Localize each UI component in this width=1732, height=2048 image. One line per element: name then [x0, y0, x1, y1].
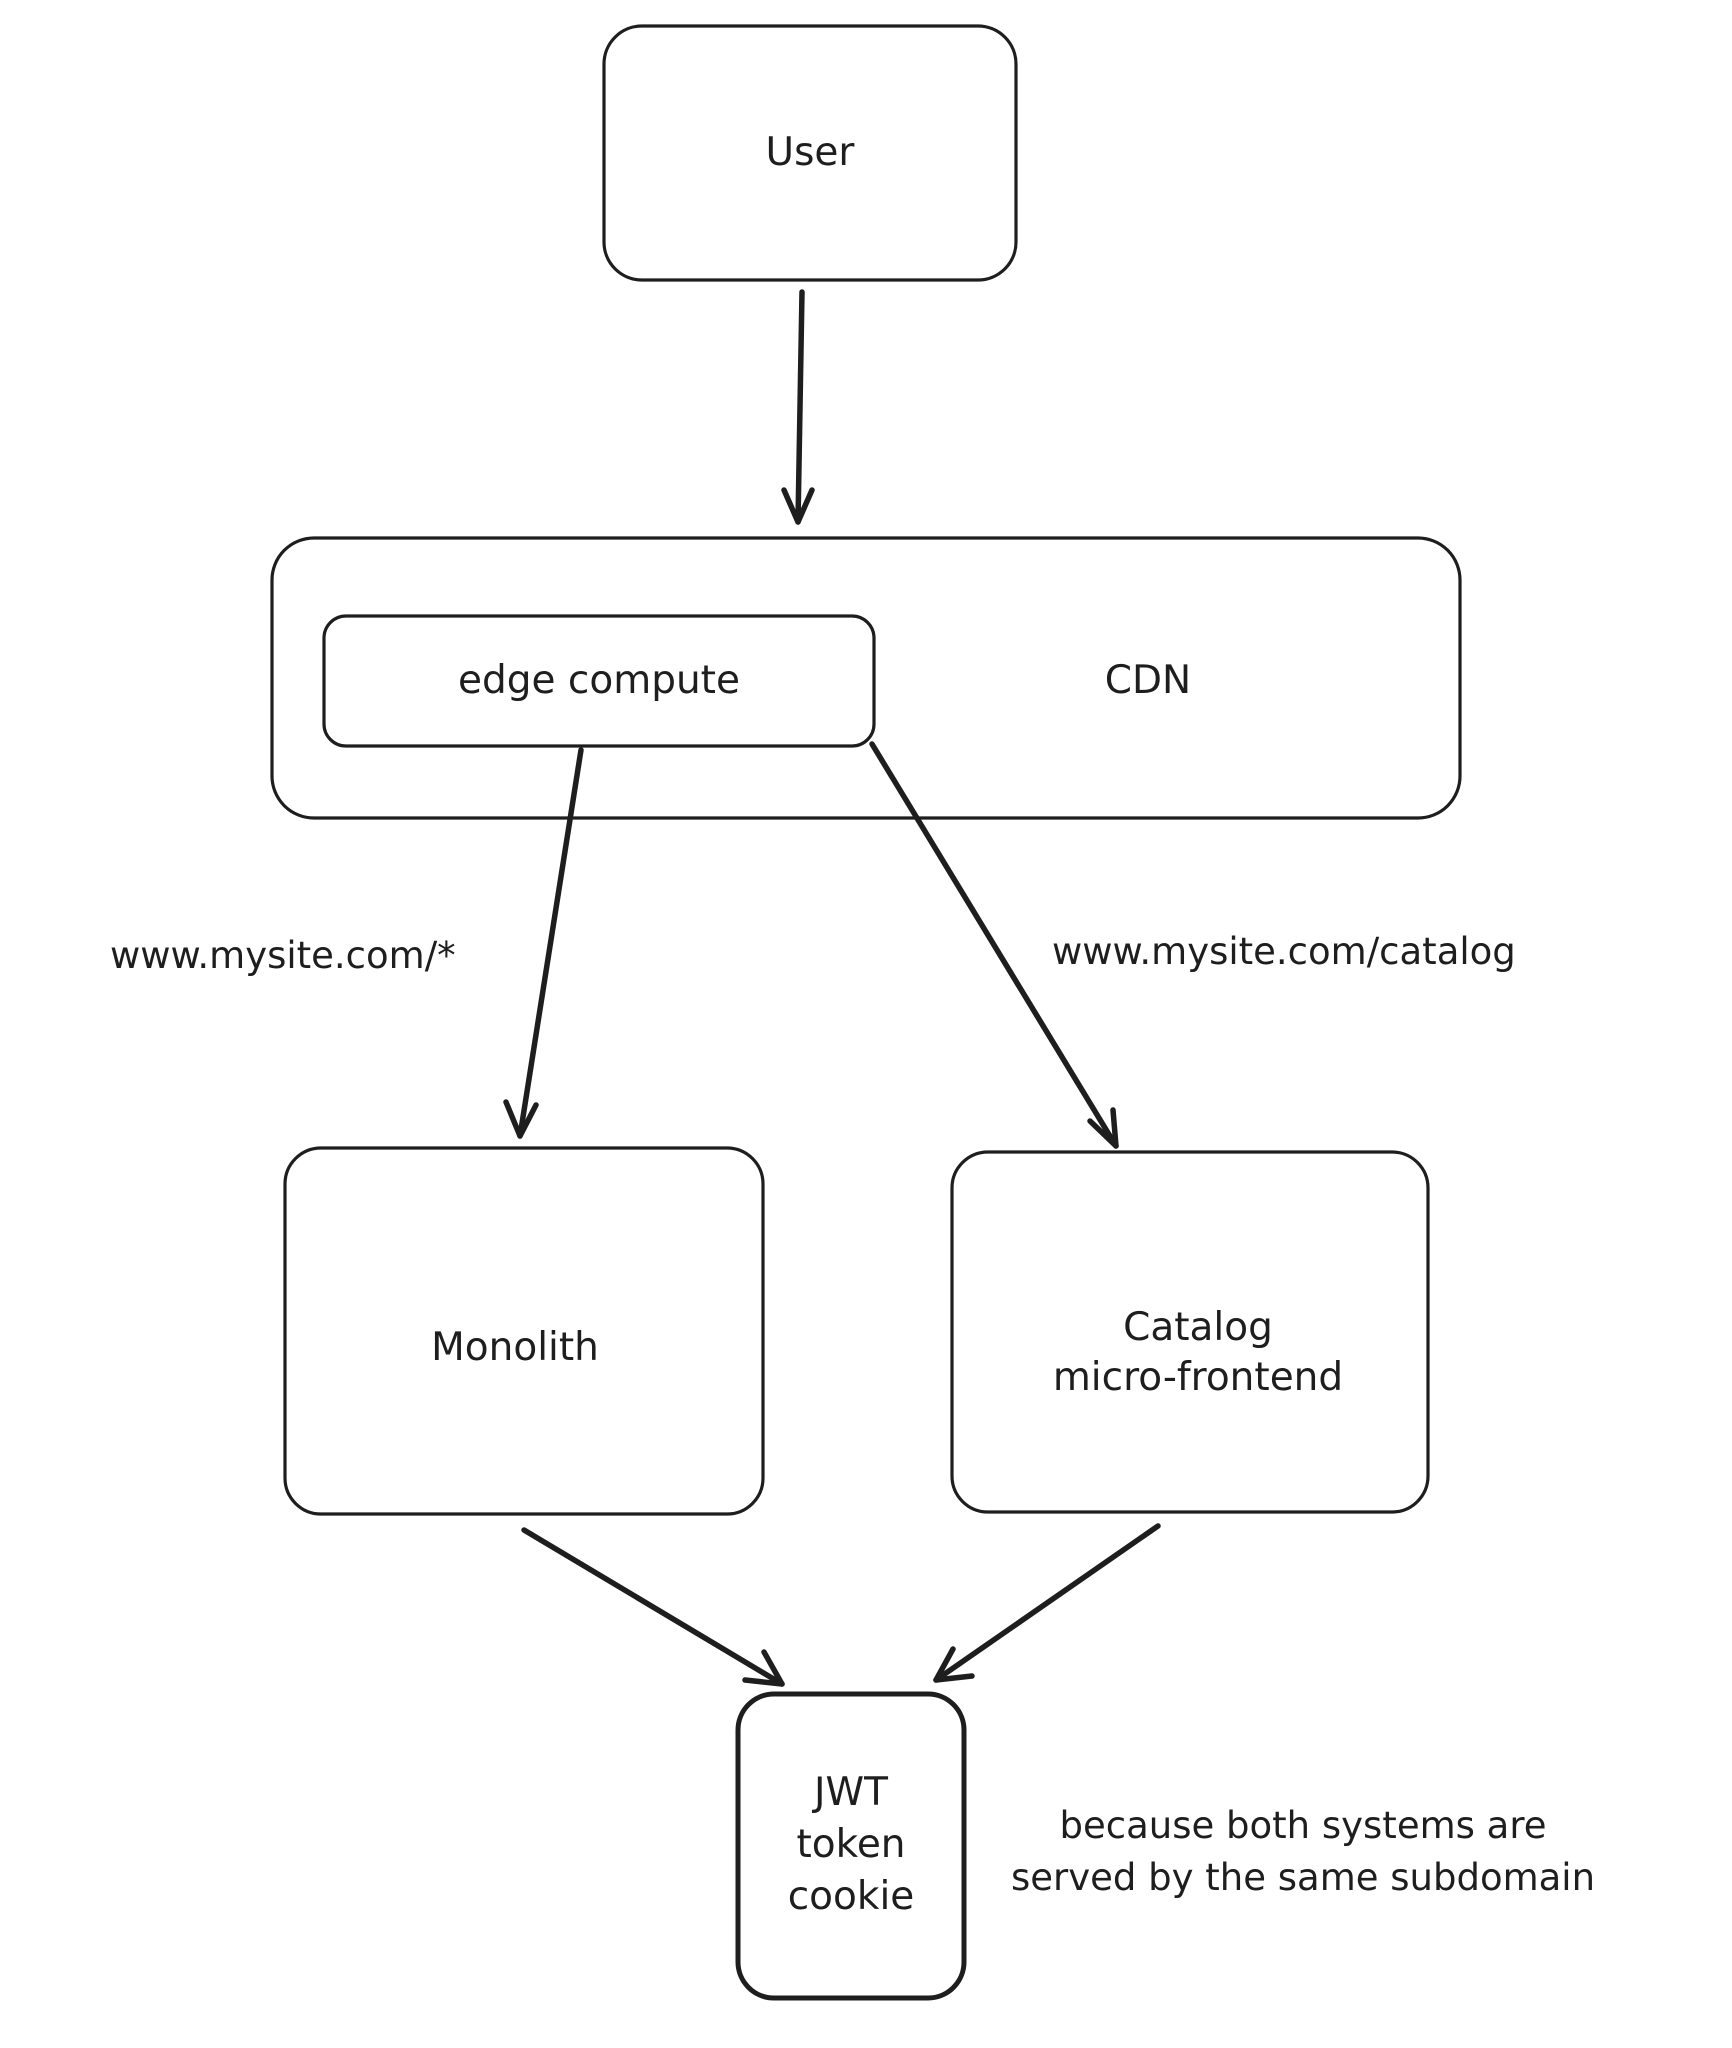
monolith-box	[283, 1146, 765, 1516]
user-node: User	[602, 24, 1018, 282]
monolith-label: Monolith	[431, 1325, 599, 1370]
arrow-edge-to-catalog-line	[869, 741, 1119, 1149]
arrow-edge-to-catalog	[869, 741, 1119, 1149]
catalog-box	[950, 1150, 1430, 1514]
catalog-node: Catalog micro-frontend	[950, 1150, 1430, 1514]
jwt-label-line1: JWT	[811, 1770, 888, 1815]
note-line1: because both systems are	[1060, 1804, 1547, 1847]
arrow-monolith-to-jwt-head	[742, 1649, 785, 1687]
user-box	[602, 24, 1018, 282]
arrow-monolith-to-jwt-line	[521, 1527, 785, 1687]
arrow-catalog-to-jwt	[933, 1523, 1161, 1683]
catalog-label-line1: Catalog	[1123, 1305, 1273, 1350]
edge-compute-box	[322, 614, 876, 748]
arrow-monolith-to-jwt	[521, 1527, 785, 1687]
jwt-label-line2: token	[796, 1822, 905, 1867]
catalog-label-line2: micro-frontend	[1053, 1355, 1343, 1400]
monolith-node: Monolith	[283, 1146, 765, 1516]
route-label-monolith: www.mysite.com/*	[110, 934, 456, 977]
arrow-edge-to-monolith	[503, 747, 584, 1139]
arrow-catalog-to-jwt-line	[933, 1523, 1161, 1683]
cdn-label: CDN	[1105, 658, 1191, 703]
jwt-node: JWT token cookie	[735, 1691, 967, 2001]
arrow-user-to-cdn	[781, 289, 815, 525]
note-line2: served by the same subdomain	[1011, 1856, 1595, 1899]
arrow-edge-to-monolith-head	[503, 1099, 539, 1139]
arrow-edge-to-monolith-line	[517, 747, 584, 1139]
jwt-box	[735, 1691, 967, 2001]
arrow-edge-to-catalog-head	[1087, 1107, 1119, 1149]
edge-compute-node: edge compute	[322, 614, 876, 748]
arrow-user-to-cdn-head	[781, 487, 815, 525]
route-label-catalog: www.mysite.com/catalog	[1052, 930, 1516, 973]
user-label: User	[766, 130, 856, 175]
jwt-label-line3: cookie	[788, 1874, 915, 1919]
arrow-user-to-cdn-line	[795, 289, 805, 525]
edge-compute-label: edge compute	[458, 658, 740, 703]
arrow-catalog-to-jwt-head	[933, 1646, 975, 1683]
